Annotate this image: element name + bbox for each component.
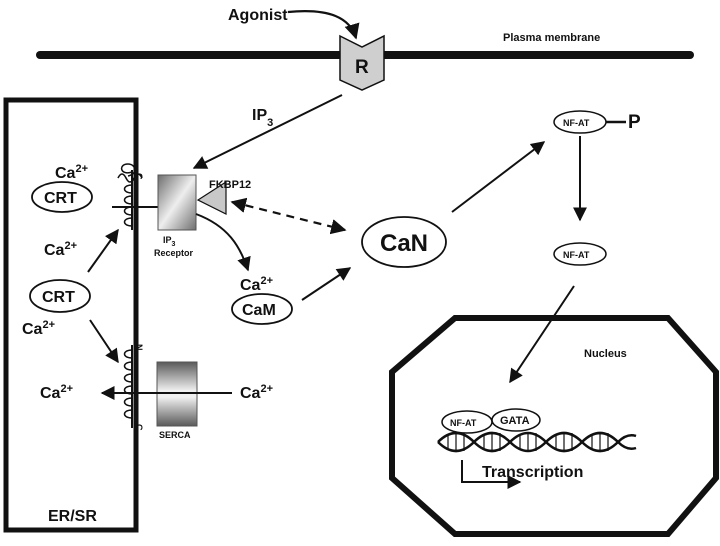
dna-strand-2 [437,431,637,453]
crt-to-ip3r-arrow [87,228,119,273]
crt-top-label: CRT [44,190,77,207]
cam-ellipse [231,293,293,325]
crt-top [31,181,93,213]
crt-middle-label: CRT [42,289,75,306]
ip3-label: IP3 [252,107,273,129]
receptor-label: R [355,57,369,78]
nfat-to-nucleus-arrow [509,285,575,384]
can-to-nfat-arrow [451,141,546,213]
er-sr-compartment [3,97,139,533]
gata-label: GATA [500,415,530,427]
cam-label: CaM [242,302,276,319]
phosphate-label: P [628,112,641,133]
agonist-label: Agonist [228,7,288,24]
nucleus-compartment [389,315,719,537]
ip3r-coil-top [117,173,143,183]
serca-c-terminus: C [134,424,144,431]
transcription-arrow [461,460,522,489]
fkbp-can-dashed-arrow [230,197,347,235]
ca-label-cytosol: Ca2+ [240,383,273,402]
fkbp12-shape [196,180,227,215]
nfat-label: NF-AT [563,250,590,260]
ip3-receptor-label-2: Receptor [154,248,194,258]
agonist-arrow [287,10,360,40]
serca-label: SERCA [159,430,191,440]
ip3-arrow [192,94,343,169]
nucleus-label: Nucleus [584,348,627,360]
er-sr-label: ER/SR [48,508,97,525]
ca-label-cam: Ca2+ [240,275,273,294]
plasma-membrane-label: Plasma membrane [503,32,600,44]
ip3-receptor-box [157,174,197,231]
cam-to-can-arrow [301,267,352,301]
crt-to-serca-arrow [89,319,119,364]
serca-loops [123,349,133,419]
ip3-receptor-label: IP3 [163,235,176,248]
nfat-nuclear-label: NF-AT [450,418,477,428]
crt-middle [29,279,91,313]
ca-release-arrow [195,213,251,272]
ca-label-lumen: Ca2+ [40,383,73,402]
ca-label-under-crt: Ca2+ [22,319,55,338]
gata-ellipse [491,408,541,432]
transcription-label: Transcription [482,464,583,481]
ip3r-c-terminus: C [134,173,144,180]
receptor-shape [339,34,385,91]
dna-rungs [447,433,609,451]
ca-label-top: Ca2+ [55,163,88,182]
fkbp12-label: FKBP12 [209,179,251,191]
can-label: CaN [380,230,428,257]
serca-n-terminus: N [134,344,144,351]
ca-label-left: Ca2+ [44,240,77,259]
ip3r-loops [120,163,136,227]
nfat-phospho-label: NF-AT [563,118,590,128]
can-ellipse [361,216,447,268]
nfat-ellipse [553,242,607,266]
